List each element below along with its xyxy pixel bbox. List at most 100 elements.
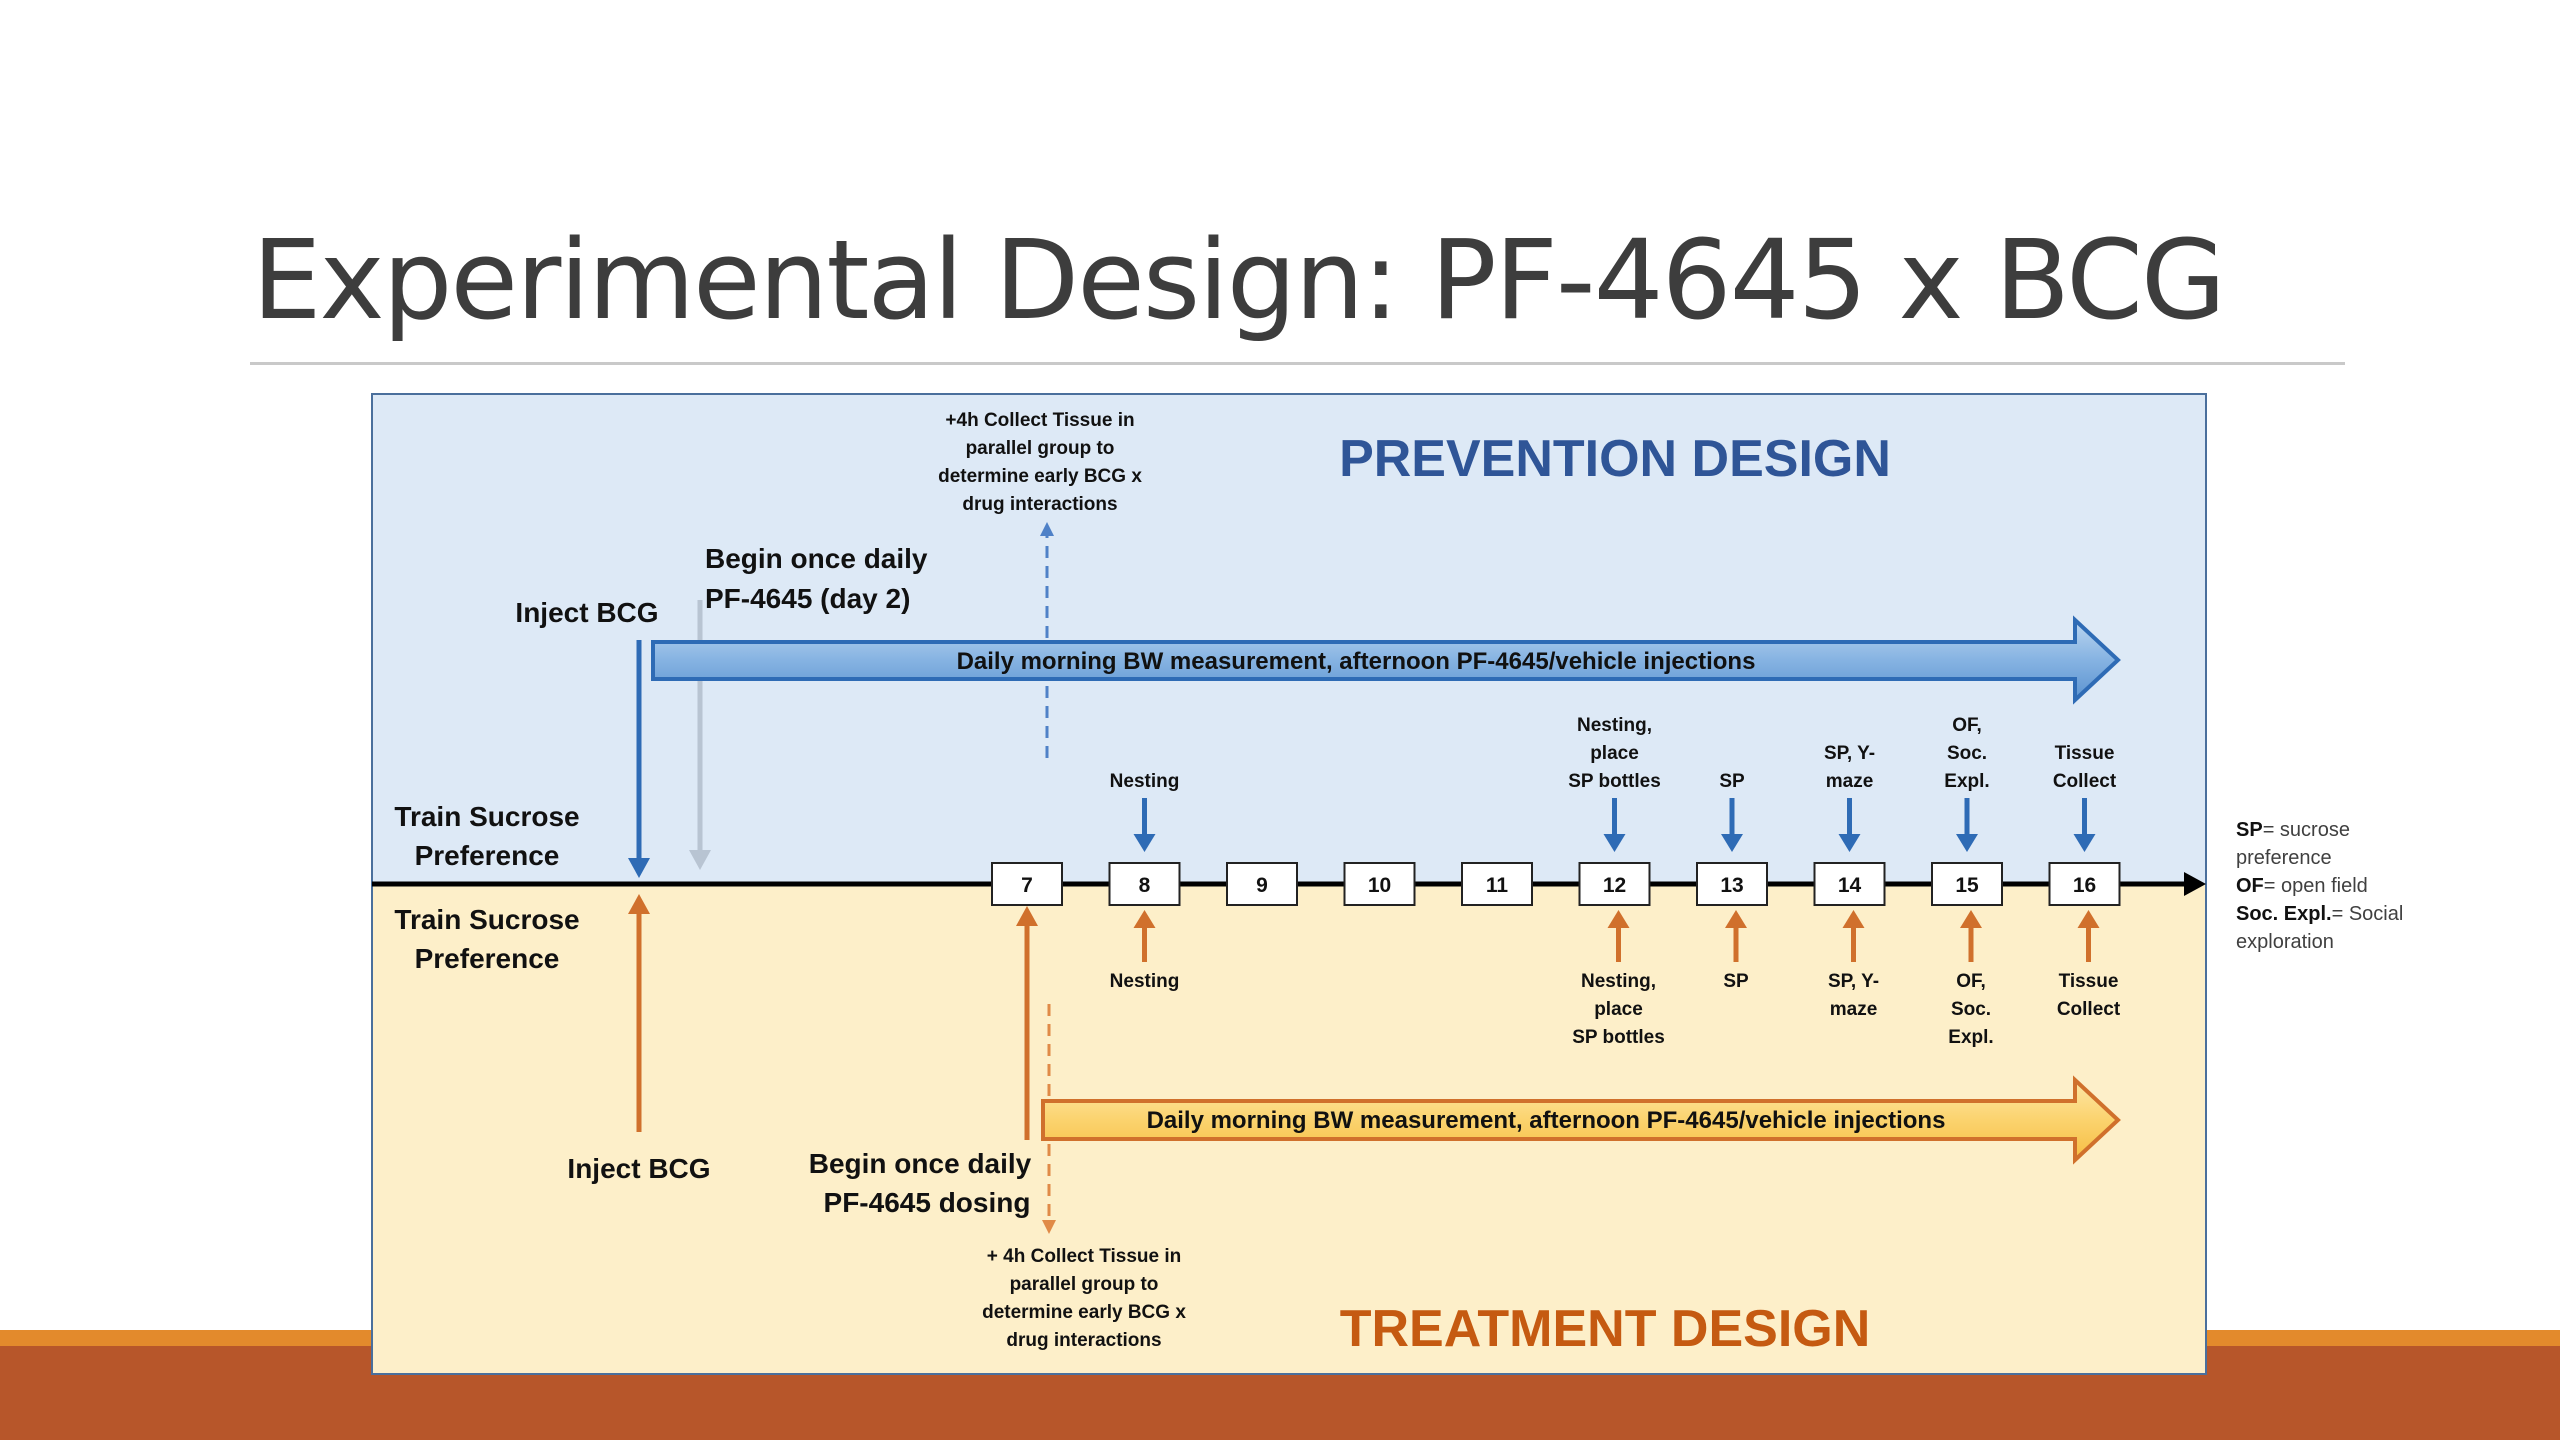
day-box-16: 16 [2048,862,2121,906]
treatment-train-label-line1: Train Sucrose [394,904,579,935]
prevention-event-label: Nesting [1110,771,1180,792]
legend-entry-soc-cont: exploration [2236,931,2334,953]
abbreviation-legend: SP= sucrose preference OF= open field So… [2236,816,2466,956]
treatment-event-arrowhead [1607,910,1630,928]
legend-text: = open field [2263,875,2368,897]
day-box-12: 12 [1578,862,1651,906]
day-label: 14 [1838,874,1862,897]
day-box-7: 7 [991,862,1063,906]
day-box-rect [1226,862,1298,906]
treatment-heading: TREATMENT DESIGN [1340,1300,1871,1358]
prevention-event-day-14: SP, Y-maze [1824,743,1875,852]
day-box-14: 14 [1813,862,1886,906]
prevention-event-arrowhead [2073,834,2096,852]
prevention-event-arrowhead [1721,834,1743,852]
day-box-rect [1108,862,1181,906]
prevention-begin-label-line2: PF-4645 (day 2) [705,583,910,614]
day-label: 13 [1720,874,1743,897]
treatment-inject-label: Inject BCG [567,1153,710,1184]
prevention-event-arrowhead [1133,834,1156,852]
day-box-15: 15 [1931,862,2003,906]
treatment-event-day-8: Nesting [1110,910,1180,992]
treatment-event-label: place [1594,999,1643,1020]
day-box-rect [1578,862,1651,906]
treatment-event-label: Nesting [1110,971,1180,992]
treatment-event-day-14: SP, Y-maze [1828,910,1879,1020]
day-label: 8 [1139,874,1151,897]
prevention-collect-note-line: determine early BCG x [938,466,1142,487]
legend-abbr: OF [2236,875,2264,897]
treatment-event-label: SP, Y- [1828,971,1879,992]
legend-text: = Social [2331,903,2404,925]
day-label: 7 [1021,874,1033,897]
day-box-13: 13 [1696,862,1768,906]
treatment-begin-label-line1: Begin once daily [809,1148,1032,1179]
treatment-event-label: Tissue [2059,971,2119,992]
day-box-rect [1696,862,1768,906]
day-label: 16 [2073,874,2096,897]
treatment-event-day-13: SP [1723,910,1749,992]
treatment-event-arrowhead [1842,910,1865,928]
day-label: 11 [1486,874,1509,897]
prevention-collect-note-line: +4h Collect Tissue in [945,410,1134,431]
prevention-panel [372,394,2206,884]
prevention-inject-label: Inject BCG [515,597,658,628]
prevention-event-arrowhead [1603,834,1626,852]
prevention-event-label: Tissue [2055,743,2115,764]
day-box-9: 9 [1226,862,1298,906]
prevention-event-day-15: OF,Soc.Expl. [1944,715,1990,852]
treatment-event-label: Nesting, [1581,971,1656,992]
day-box-rect [991,862,1063,906]
legend-entry-soc: Soc. Expl.= Social [2236,900,2466,928]
legend-entry-sp-cont: preference [2236,847,2332,869]
legend-entry-of: OF= open field [2236,872,2466,900]
day-box-rect [1461,862,1533,906]
prevention-event-label: maze [1826,771,1874,792]
prevention-event-label: SP [1719,771,1745,792]
prevention-event-label: SP bottles [1568,771,1661,792]
prevention-heading: PREVENTION DESIGN [1339,430,1891,488]
day-label: 9 [1256,874,1268,897]
treatment-collect-note: + 4h Collect Tissue in parallel group to… [982,1246,1186,1351]
prevention-begin-arrowhead [689,850,711,870]
treatment-event-day-15: OF, Soc. Expl. [1948,910,1994,1048]
prevention-daily-arrow [651,615,2121,705]
prevention-event-label: Soc. [1947,743,1987,764]
prevention-train-label-line2: Preference [415,840,560,871]
prevention-collect-arrowhead [1040,522,1054,536]
timeline-arrowhead [2184,872,2206,896]
day-box-rect [1343,862,1416,906]
prevention-event-label: SP, Y- [1824,743,1875,764]
treatment-event-arrowhead [2077,910,2100,928]
prevention-collect-note-line: drug interactions [962,494,1117,515]
treatment-event-label: Soc. [1951,999,1991,1020]
prevention-inject-arrowhead [628,858,650,878]
legend-text: = sucrose [2262,819,2350,841]
day-label: 12 [1603,874,1626,897]
treatment-collect-arrowhead [1042,1220,1056,1234]
prevention-event-arrowhead [1838,834,1861,852]
day-box-8: 8 [1108,862,1181,906]
day-box-11: 11 [1461,862,1533,906]
prevention-event-label: Expl. [1944,771,1989,792]
prevention-event-day-8: Nesting [1110,771,1180,852]
legend-abbr: SP [2236,819,2263,841]
treatment-collect-note-line: determine early BCG x [982,1302,1186,1323]
prevention-event-arrowhead [1956,834,1978,852]
prevention-collect-note-line: parallel group to [966,438,1115,459]
treatment-event-arrowhead [1133,910,1156,928]
treatment-event-label: SP [1723,971,1749,992]
treatment-event-label: maze [1830,999,1878,1020]
treatment-event-label: Expl. [1948,1027,1993,1048]
prevention-train-label-line1: Train Sucrose [394,801,579,832]
treatment-daily-arrow-label: Daily morning BW measurement, afternoon … [1147,1107,1946,1134]
treatment-event-label: OF, [1956,971,1986,992]
treatment-daily-arrow [1041,1075,2121,1165]
day-label: 15 [1955,874,1979,897]
treatment-begin-arrowhead [1016,906,1038,926]
